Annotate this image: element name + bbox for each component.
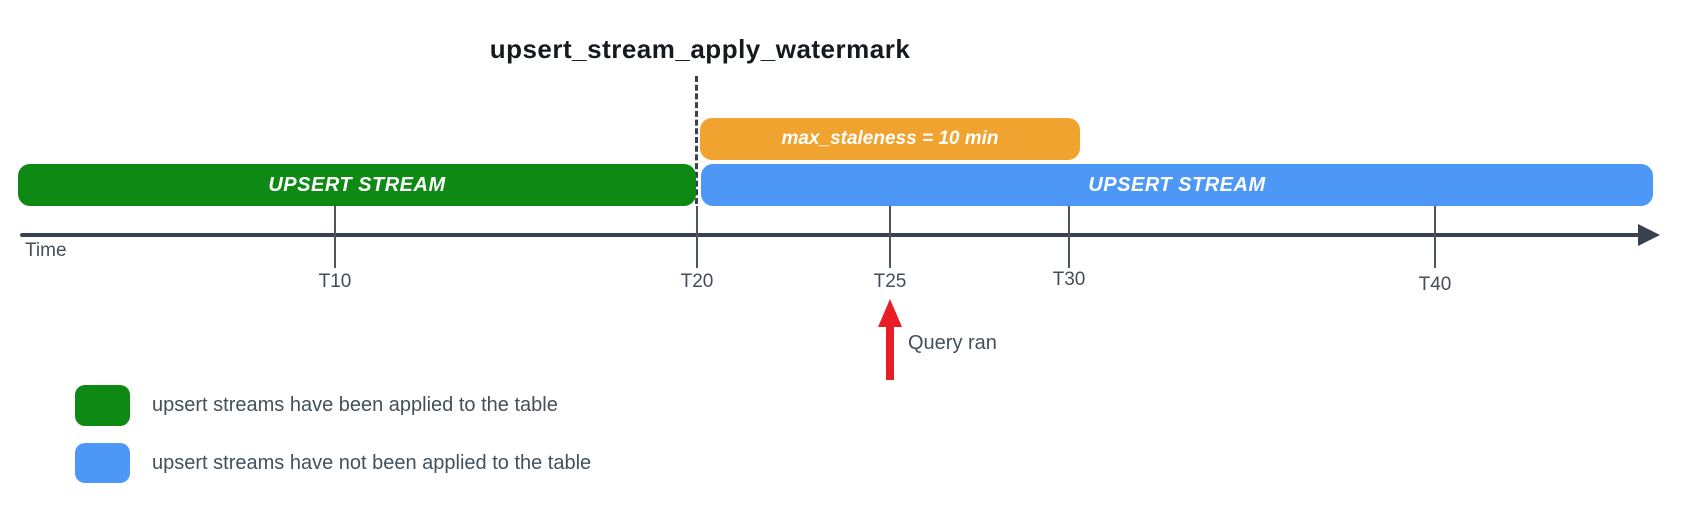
watermark-dotted-line bbox=[695, 76, 698, 204]
tick-label-t20: T20 bbox=[680, 271, 714, 292]
legend-swatch-blue bbox=[75, 443, 130, 483]
legend-label-applied: upsert streams have been applied to the … bbox=[152, 394, 558, 416]
upsert-stream-unapplied-label: UPSERT STREAM bbox=[1088, 173, 1266, 196]
tick-label-t40: T40 bbox=[1418, 274, 1452, 295]
max-staleness-bar: max_staleness = 10 min bbox=[700, 118, 1080, 160]
tick-label-t10: T10 bbox=[318, 271, 352, 292]
tick-label-t25: T25 bbox=[873, 271, 907, 292]
tick-t20 bbox=[696, 206, 698, 268]
legend-item-applied: upsert streams have been applied to the … bbox=[75, 385, 558, 426]
time-axis-label: Time bbox=[25, 240, 67, 261]
tick-t30 bbox=[1068, 206, 1070, 268]
query-ran-arrow-icon bbox=[878, 299, 902, 327]
legend-label-unapplied: upsert streams have not been applied to … bbox=[152, 451, 592, 474]
query-ran-arrow-shaft bbox=[886, 326, 894, 380]
upsert-stream-unapplied-bar: UPSERT STREAM bbox=[701, 164, 1653, 206]
upsert-stream-applied-bar: UPSERT STREAM bbox=[18, 164, 696, 206]
tick-label-t30: T30 bbox=[1052, 269, 1086, 290]
time-axis-arrowhead-icon bbox=[1638, 224, 1660, 246]
diagram-title: upsert_stream_apply_watermark bbox=[489, 34, 911, 64]
query-ran-label: Query ran bbox=[908, 332, 997, 354]
legend-swatch-green bbox=[75, 385, 130, 426]
time-axis-line bbox=[20, 233, 1640, 237]
tick-t10 bbox=[334, 206, 336, 268]
tick-t25 bbox=[889, 206, 891, 268]
legend-item-unapplied: upsert streams have not been applied to … bbox=[75, 443, 591, 483]
upsert-stream-applied-label: UPSERT STREAM bbox=[268, 173, 446, 196]
tick-t40 bbox=[1434, 206, 1436, 268]
max-staleness-label: max_staleness = 10 min bbox=[781, 128, 999, 149]
